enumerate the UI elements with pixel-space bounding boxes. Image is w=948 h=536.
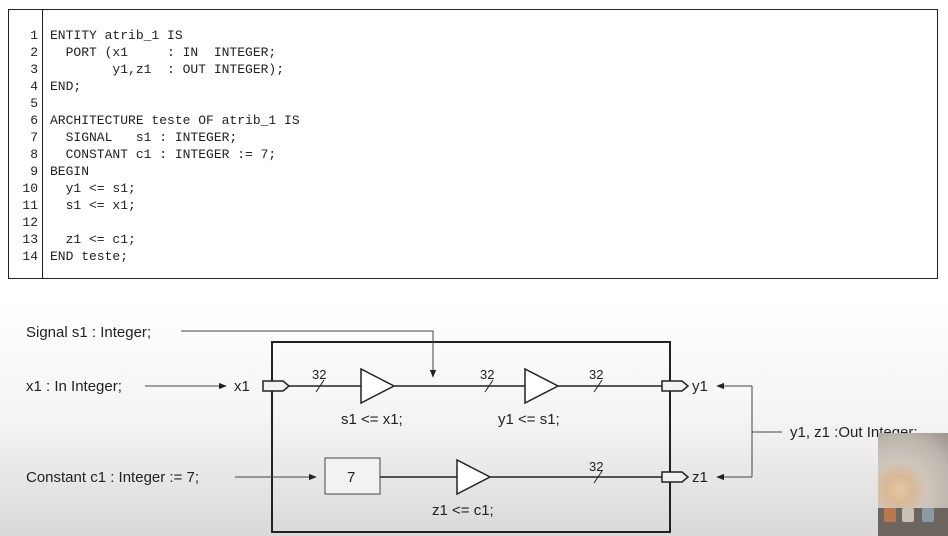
bus-width-label: 32 bbox=[312, 367, 326, 382]
webcam-object bbox=[884, 508, 896, 522]
signal-pointer-arrow bbox=[181, 330, 437, 378]
line-number: 6 bbox=[30, 113, 38, 128]
line-number: 13 bbox=[22, 232, 38, 247]
bus-slash bbox=[593, 379, 603, 393]
line-number: 7 bbox=[30, 130, 38, 145]
line-number: 4 bbox=[30, 79, 38, 94]
entity-boundary-box bbox=[271, 341, 671, 533]
code-line: s1 <= x1; bbox=[50, 198, 136, 213]
constant-annotation: Constant c1 : Integer := 7; bbox=[26, 469, 199, 486]
y1-output-port bbox=[661, 380, 690, 392]
line-number: 11 bbox=[22, 198, 38, 213]
bus-slash bbox=[593, 470, 603, 484]
code-line: ARCHITECTURE teste OF atrib_1 IS bbox=[50, 113, 300, 128]
line-number: 5 bbox=[30, 96, 38, 111]
webcam-overlay bbox=[878, 433, 948, 536]
constant-value: 7 bbox=[347, 469, 355, 486]
code-line: CONSTANT c1 : INTEGER := 7; bbox=[50, 147, 277, 162]
x1-port-label: x1 bbox=[234, 378, 250, 395]
bus-width-label: 32 bbox=[589, 459, 603, 474]
webcam-object bbox=[902, 508, 914, 522]
buffer-y1 bbox=[524, 367, 560, 405]
line-number: 2 bbox=[30, 45, 38, 60]
code-line: z1 <= c1; bbox=[50, 232, 136, 247]
signal-annotation: Signal s1 : Integer; bbox=[26, 324, 151, 341]
buffer-s1 bbox=[360, 367, 396, 405]
bus-width-label: 32 bbox=[480, 367, 494, 382]
line-number: 10 bbox=[22, 181, 38, 196]
code-line: SIGNAL s1 : INTEGER; bbox=[50, 130, 238, 145]
line-number: 1 bbox=[30, 28, 38, 43]
input-annotation: x1 : In Integer; bbox=[26, 378, 122, 395]
code-line: ENTITY atrib_1 IS bbox=[50, 28, 183, 43]
z1-port-label: z1 bbox=[692, 469, 708, 486]
code-line: y1,z1 : OUT INTEGER); bbox=[50, 62, 285, 77]
bus-slash bbox=[315, 379, 325, 393]
x1-input-port bbox=[262, 380, 291, 392]
y1-port-label: y1 bbox=[692, 378, 708, 395]
s1-assignment-label: s1 <= x1; bbox=[341, 411, 403, 428]
code-line: END; bbox=[50, 79, 82, 94]
z1-output-port bbox=[661, 471, 690, 483]
bus-width-label: 32 bbox=[589, 367, 603, 382]
y1-assignment-label: y1 <= s1; bbox=[498, 411, 560, 428]
line-number: 3 bbox=[30, 62, 38, 77]
code-line: PORT (x1 : IN INTEGER; bbox=[50, 45, 277, 60]
buffer-z1 bbox=[456, 458, 492, 496]
line-number: 9 bbox=[30, 164, 38, 179]
line-number: 8 bbox=[30, 147, 38, 162]
webcam-object bbox=[922, 508, 934, 522]
line-number: 12 bbox=[22, 215, 38, 230]
code-line: END teste; bbox=[50, 249, 129, 264]
constant-c1-box bbox=[324, 457, 381, 495]
line-number: 14 bbox=[22, 249, 38, 264]
z1-assignment-label: z1 <= c1; bbox=[432, 502, 494, 519]
code-line: y1 <= s1; bbox=[50, 181, 136, 196]
code-line: BEGIN bbox=[50, 164, 90, 179]
bus-slash bbox=[484, 379, 494, 393]
